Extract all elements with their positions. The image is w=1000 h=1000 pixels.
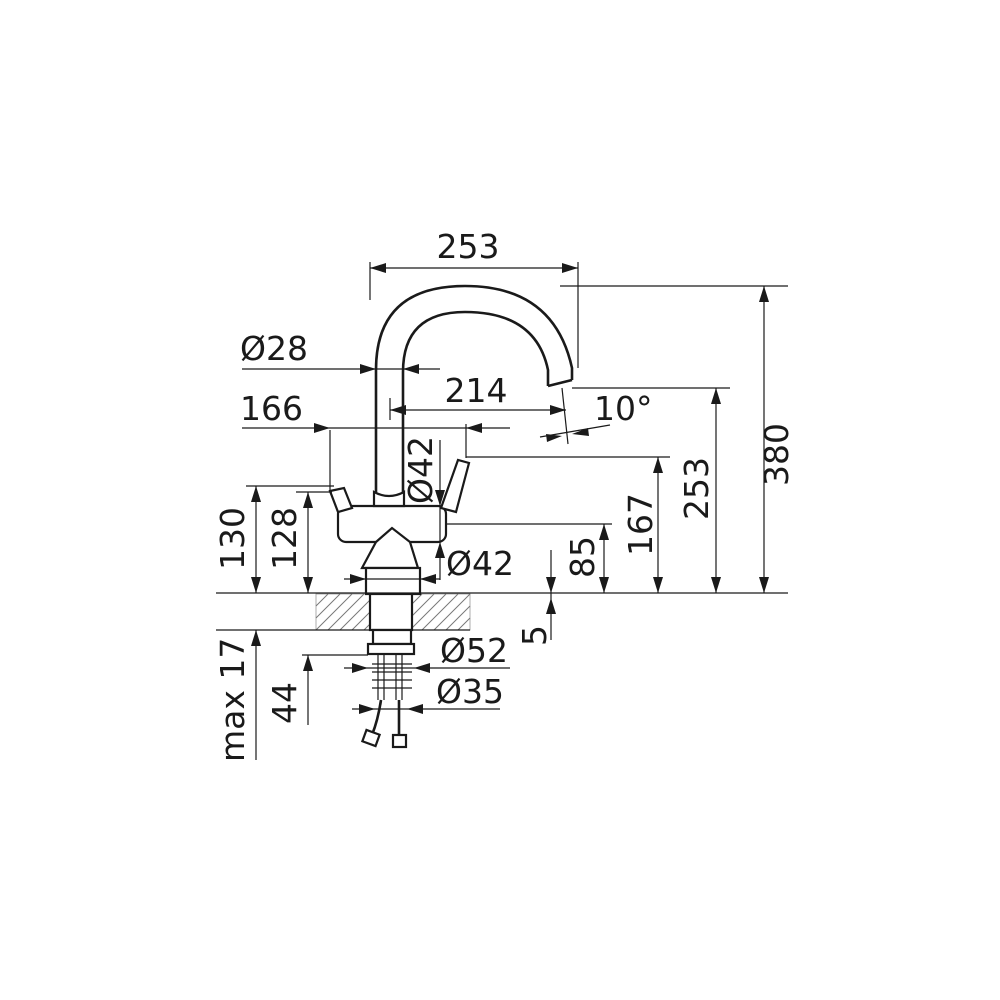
dim-body-diameter: Ø28 — [240, 329, 308, 368]
dim-max-deck: max 17 — [213, 638, 252, 762]
dim-overall-reach: 253 — [437, 227, 500, 266]
dim-hose-diameter: Ø35 — [436, 672, 504, 711]
dim-base-height: 85 — [563, 536, 602, 578]
faucet-outline — [328, 284, 574, 749]
dim-handle-height: 167 — [621, 493, 660, 556]
dim-handle-diameter: Ø42 — [401, 436, 440, 504]
dim-overall-height: 380 — [757, 423, 796, 486]
dim-spout-angle: 10° — [594, 389, 653, 428]
dim-base-diameter: Ø42 — [446, 544, 514, 583]
dimension-lines — [242, 263, 769, 760]
dim-body-height-mid: 128 — [265, 507, 304, 570]
dim-spout-reach: 214 — [445, 371, 508, 410]
dim-body-height-left: 130 — [213, 507, 252, 570]
countertop-hatch — [315, 593, 471, 631]
dim-deck-thickness: 5 — [515, 625, 554, 646]
extension-lines — [216, 262, 788, 656]
dim-handle-span: 166 — [240, 389, 303, 428]
dim-spout-height: 253 — [677, 457, 716, 520]
dim-shank-length: 44 — [265, 682, 304, 724]
dim-shank-diameter: Ø52 — [440, 631, 508, 670]
